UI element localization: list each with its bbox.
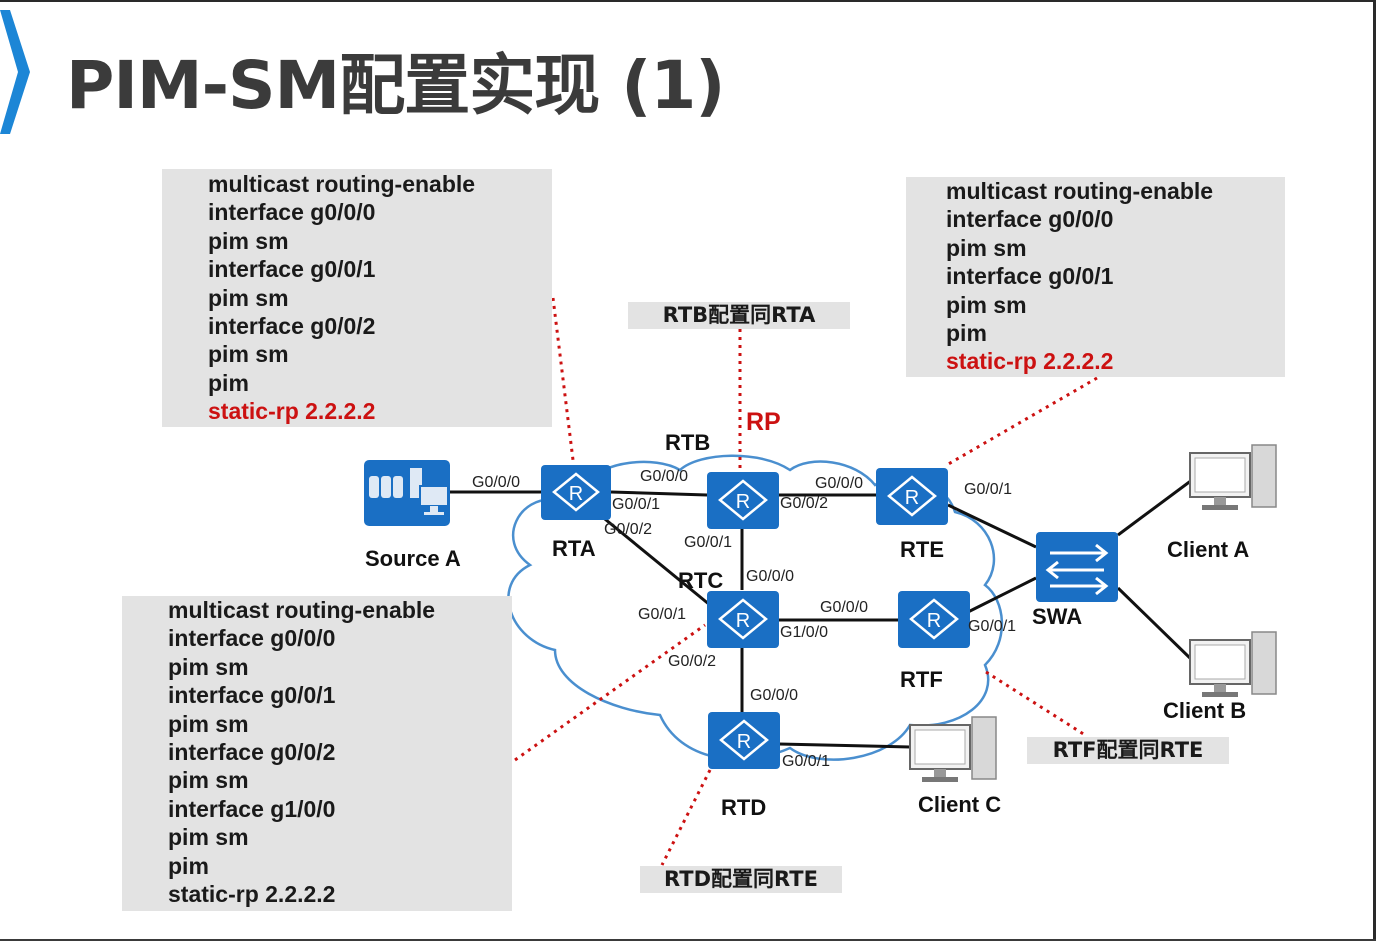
config-line: interface g0/0/0 xyxy=(946,206,1114,233)
svg-text:R: R xyxy=(905,487,919,509)
port-label: G0/0/0 xyxy=(472,474,521,491)
port-label: G0/0/1 xyxy=(638,606,687,623)
rtc-config-connector xyxy=(514,623,706,762)
rtb-note: RTB配置同RTA xyxy=(628,302,850,329)
port-label: G0/0/2 xyxy=(780,495,829,512)
link-rte-swa xyxy=(947,503,1037,549)
config-line: multicast routing-enable xyxy=(208,171,476,197)
config-line: interface g0/0/0 xyxy=(168,625,336,652)
rtf-note: RTF配置同RTE xyxy=(1027,737,1229,764)
config-line: pim sm xyxy=(168,710,249,737)
device-label-rtd: RTD xyxy=(721,795,767,820)
config-line: pim sm xyxy=(208,284,289,311)
config-line: pim sm xyxy=(208,227,289,254)
port-label: G0/0/1 xyxy=(612,496,661,513)
pc-icon xyxy=(1189,631,1277,697)
router-icon: R xyxy=(707,591,779,648)
rte-config-connector xyxy=(944,376,1098,468)
config-line: multicast routing-enable xyxy=(168,597,436,623)
device-label-client-a: Client A xyxy=(1167,537,1250,562)
rtd-note: RTD配置同RTE xyxy=(640,866,842,893)
page-title: PIM-SM配置实现 (1) xyxy=(66,47,725,124)
config-line: pim xyxy=(946,320,987,347)
pc-icon xyxy=(909,716,997,782)
callout-connectors xyxy=(514,297,1098,866)
rtc-config-box: multicast routing-enable interface g0/0/… xyxy=(122,596,512,911)
device-label-client-c: Client C xyxy=(918,792,1002,817)
config-line: interface g0/0/1 xyxy=(208,256,376,283)
link-rtf-swa xyxy=(967,576,1037,614)
device-label-rtf: RTF xyxy=(900,667,943,692)
port-label: G0/0/2 xyxy=(668,653,717,670)
config-line: interface g0/0/0 xyxy=(208,199,376,226)
device-label-client-b: Client B xyxy=(1163,698,1247,723)
link-swa-clienta xyxy=(1117,478,1193,537)
rta-config-box: multicast routing-enable interface g0/0/… xyxy=(162,169,552,427)
config-line: interface g0/0/2 xyxy=(208,313,376,340)
svg-text:R: R xyxy=(736,610,750,632)
config-line: pim sm xyxy=(946,234,1027,261)
device-label-rte: RTE xyxy=(900,537,944,562)
config-line: pim xyxy=(208,369,249,396)
config-line: pim sm xyxy=(946,291,1027,318)
port-label: G0/0/1 xyxy=(964,481,1013,498)
port-label: G0/0/0 xyxy=(640,468,689,485)
frame-top-border xyxy=(0,0,1376,2)
config-line-static-rp: static-rp 2.2.2.2 xyxy=(208,398,376,425)
router-icon: R xyxy=(876,468,948,525)
svg-text:R: R xyxy=(736,491,750,513)
svg-text:R: R xyxy=(737,731,751,753)
router-icon: R xyxy=(707,472,779,529)
config-line: multicast routing-enable xyxy=(946,178,1214,204)
rp-label: RP xyxy=(746,408,781,436)
config-line: static-rp 2.2.2.2 xyxy=(168,881,336,908)
port-label: G0/0/0 xyxy=(815,475,864,492)
device-label-source-a: Source A xyxy=(365,546,461,571)
config-line: interface g1/0/0 xyxy=(168,795,336,822)
device-label-rtc: RTC xyxy=(678,568,724,593)
config-line: interface g0/0/1 xyxy=(946,263,1114,290)
port-label: G0/0/0 xyxy=(750,687,799,704)
pc-icon xyxy=(1189,444,1277,510)
rte-config-box: multicast routing-enable interface g0/0/… xyxy=(906,177,1285,377)
port-label: G0/0/1 xyxy=(968,618,1017,635)
device-label-swa: SWA xyxy=(1032,604,1083,629)
port-label: G0/0/2 xyxy=(604,521,653,538)
config-line: pim sm xyxy=(168,767,249,794)
switch-icon xyxy=(1036,532,1118,602)
link-rta-rtc xyxy=(599,513,711,607)
device-label-rtb: RTB xyxy=(665,430,711,455)
link-rtd-clientc xyxy=(778,742,911,749)
svg-text:R: R xyxy=(569,483,583,505)
frame-bottom-border xyxy=(0,939,1376,941)
link-swa-clientb xyxy=(1116,586,1194,662)
router-icon: R xyxy=(708,712,780,769)
router-icon: R xyxy=(541,465,611,520)
config-line: interface g0/0/1 xyxy=(168,682,336,709)
svg-text:R: R xyxy=(927,610,941,632)
config-line-static-rp: static-rp 2.2.2.2 xyxy=(946,348,1114,375)
port-label: G0/0/1 xyxy=(684,534,733,551)
rtf-note-connector xyxy=(985,670,1086,737)
router-icon: R xyxy=(898,591,970,648)
chevron-accent-icon xyxy=(0,10,30,134)
port-label: G0/0/0 xyxy=(746,568,795,585)
server-icon xyxy=(364,460,450,526)
config-line: pim sm xyxy=(168,653,249,680)
port-label: G1/0/0 xyxy=(780,624,829,641)
config-line: pim sm xyxy=(208,341,289,368)
port-label: G0/0/0 xyxy=(820,599,869,616)
port-label: G0/0/1 xyxy=(782,753,831,770)
frame-right-border xyxy=(1373,0,1376,941)
rta-config-connector xyxy=(551,297,575,461)
network-links xyxy=(450,478,1194,749)
config-line: pim xyxy=(168,852,209,879)
device-label-rta: RTA xyxy=(552,536,596,561)
config-line: interface g0/0/2 xyxy=(168,739,336,766)
link-rta-rtb xyxy=(610,490,708,497)
rtd-note-connector xyxy=(660,769,712,866)
config-line: pim sm xyxy=(168,824,249,851)
